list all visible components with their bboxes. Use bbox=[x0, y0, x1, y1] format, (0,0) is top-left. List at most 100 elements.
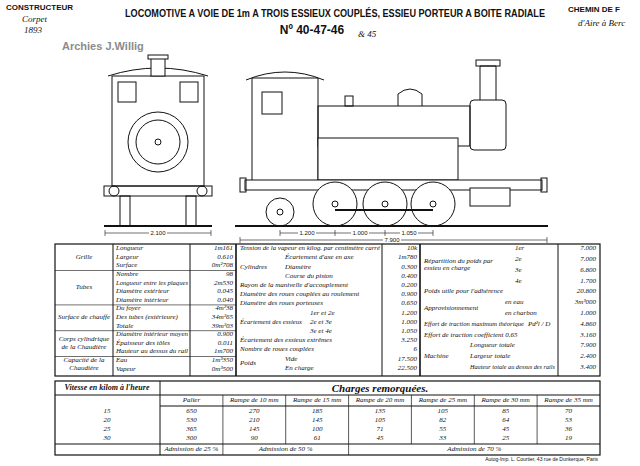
table-value: 1.000 bbox=[401, 319, 417, 327]
load-value: 45 bbox=[502, 426, 509, 434]
handwritten-note: & 45 bbox=[358, 30, 376, 40]
table-value: 1m161 bbox=[214, 245, 233, 253]
load-value: 61 bbox=[314, 435, 321, 443]
smokebox-door bbox=[136, 120, 180, 164]
row-label: Course du piston bbox=[285, 273, 333, 281]
load-value: 71 bbox=[376, 426, 383, 434]
row-label: Longueur entre les plaques bbox=[116, 280, 188, 288]
row-group: Surface de chauffe bbox=[56, 314, 112, 322]
row-label: Nombre de roues couplées bbox=[240, 346, 314, 354]
dimension-label: 1.050 bbox=[400, 230, 417, 237]
column-header: Rampe de 35 mm bbox=[544, 397, 592, 405]
row-label: Surface bbox=[116, 262, 137, 270]
row-label: Du foyer bbox=[116, 305, 141, 313]
table-value: 39m²03 bbox=[212, 323, 233, 331]
table-value: 0m²708 bbox=[212, 262, 233, 270]
dimension-label: 1.000 bbox=[351, 230, 368, 237]
buffer bbox=[109, 186, 119, 196]
table-value: 0.650 bbox=[401, 300, 417, 308]
table-value: 1.200 bbox=[401, 310, 417, 318]
load-value: 25 bbox=[502, 435, 509, 443]
table-value: 0.045 bbox=[217, 288, 233, 296]
row-label: 2e bbox=[515, 256, 522, 264]
row-label: 4e bbox=[515, 278, 522, 286]
speed-value: 25 bbox=[104, 426, 111, 434]
load-value: 36 bbox=[565, 426, 572, 434]
row-label: Diamètre intérieur moyen bbox=[116, 331, 188, 339]
safety-valve bbox=[345, 96, 353, 106]
table-value: 0.011 bbox=[218, 340, 233, 348]
table-rule bbox=[55, 271, 236, 357]
dimension-line bbox=[280, 230, 433, 236]
carrying-wheel bbox=[266, 198, 294, 226]
wheel-hub bbox=[430, 201, 436, 207]
coupled-wheel bbox=[313, 182, 357, 226]
row-label: Écartement d'axe en axe bbox=[285, 254, 354, 262]
row-group: Machine bbox=[424, 353, 449, 361]
column-header: Rampe de 30 mm bbox=[482, 397, 530, 405]
speed-value: 15 bbox=[104, 408, 111, 416]
row-group: Approvisionnement bbox=[424, 305, 478, 313]
row-label: 1er et 2e bbox=[310, 310, 335, 318]
load-table bbox=[55, 381, 600, 455]
row-label: Poids bbox=[240, 360, 256, 368]
load-value: 45 bbox=[376, 435, 383, 443]
footer-note: Admission de 70 % bbox=[447, 446, 501, 454]
table-value: 1m700 bbox=[214, 348, 233, 356]
row-label: Diamètre des roues couplées au roulement bbox=[240, 291, 359, 299]
table-value: 0.040 bbox=[217, 297, 233, 305]
dimension-line bbox=[105, 230, 211, 236]
chimney bbox=[480, 66, 496, 100]
printer-imprint: Autog-Imp. L. Courtier, 43 rue de Dunker… bbox=[485, 457, 598, 463]
row-label: Nombre bbox=[116, 271, 138, 279]
row-label: Tension de la vapeur en kilog. par centi… bbox=[240, 245, 380, 253]
cab-window bbox=[262, 92, 282, 114]
table-value: 3.160 bbox=[580, 332, 596, 340]
window bbox=[180, 82, 198, 102]
row-label: Effort de traction coefficient 0.65 bbox=[424, 332, 518, 340]
table-value: 1.050 bbox=[401, 328, 417, 336]
column-header: Rampe de 15 mm bbox=[293, 397, 341, 405]
row-label: Rayon de la manivelle d'accouplement bbox=[240, 282, 348, 290]
railway-name: CHEMIN DE F bbox=[568, 6, 620, 15]
side-tank bbox=[318, 138, 458, 180]
table-value: 4.860 bbox=[580, 321, 596, 329]
chimney-cap bbox=[148, 55, 168, 59]
engine-number: Nº 40-47-46 bbox=[280, 24, 344, 37]
row-group: Corps cylindrique de la Chaudière bbox=[56, 336, 112, 351]
row-label: Hauteur totale au dessus des rails bbox=[470, 364, 555, 372]
wheel-hub bbox=[277, 209, 283, 215]
front-view bbox=[104, 55, 212, 236]
row-label: Totale bbox=[116, 323, 133, 331]
row-label: Des tubes (extérieure) bbox=[116, 314, 178, 322]
row-label: Hauteur au dessus du rail bbox=[116, 348, 188, 356]
speed-value: 20 bbox=[104, 417, 111, 425]
load-value: 185 bbox=[312, 408, 323, 416]
row-label: Épaisseur des tôles bbox=[116, 340, 170, 348]
load-value: 650 bbox=[186, 408, 197, 416]
table-value: 17.500 bbox=[398, 356, 417, 364]
load-value: 530 bbox=[186, 417, 197, 425]
buffer-beam bbox=[541, 178, 547, 192]
drawing-title: LOCOMOTIVE A VOIE DE 1m A TROIS ESSIEUX … bbox=[125, 7, 545, 19]
load-value: 100 bbox=[312, 426, 323, 434]
load-value: 300 bbox=[186, 435, 197, 443]
cab-roof bbox=[246, 72, 324, 80]
table-value: 98 bbox=[226, 271, 233, 279]
table-value: 0m³500 bbox=[212, 366, 233, 374]
column-header: Vitesse en kilom à l'heure bbox=[65, 384, 150, 393]
table-value: 1.700 bbox=[580, 278, 596, 286]
table-value: 20.800 bbox=[577, 288, 596, 296]
table-value: 0.400 bbox=[401, 273, 417, 281]
buffer-beam bbox=[240, 178, 246, 192]
cab bbox=[252, 78, 318, 180]
row-label: Largeur totale bbox=[470, 353, 510, 361]
table-value: 6.800 bbox=[580, 267, 596, 275]
row-group: Tubes bbox=[56, 284, 112, 292]
table-frame bbox=[55, 244, 600, 376]
side-view bbox=[235, 60, 548, 243]
row-label: Cylindres bbox=[240, 264, 267, 272]
table-value: 34m²65 bbox=[212, 314, 233, 322]
dimension-label: 1.200 bbox=[298, 230, 315, 237]
